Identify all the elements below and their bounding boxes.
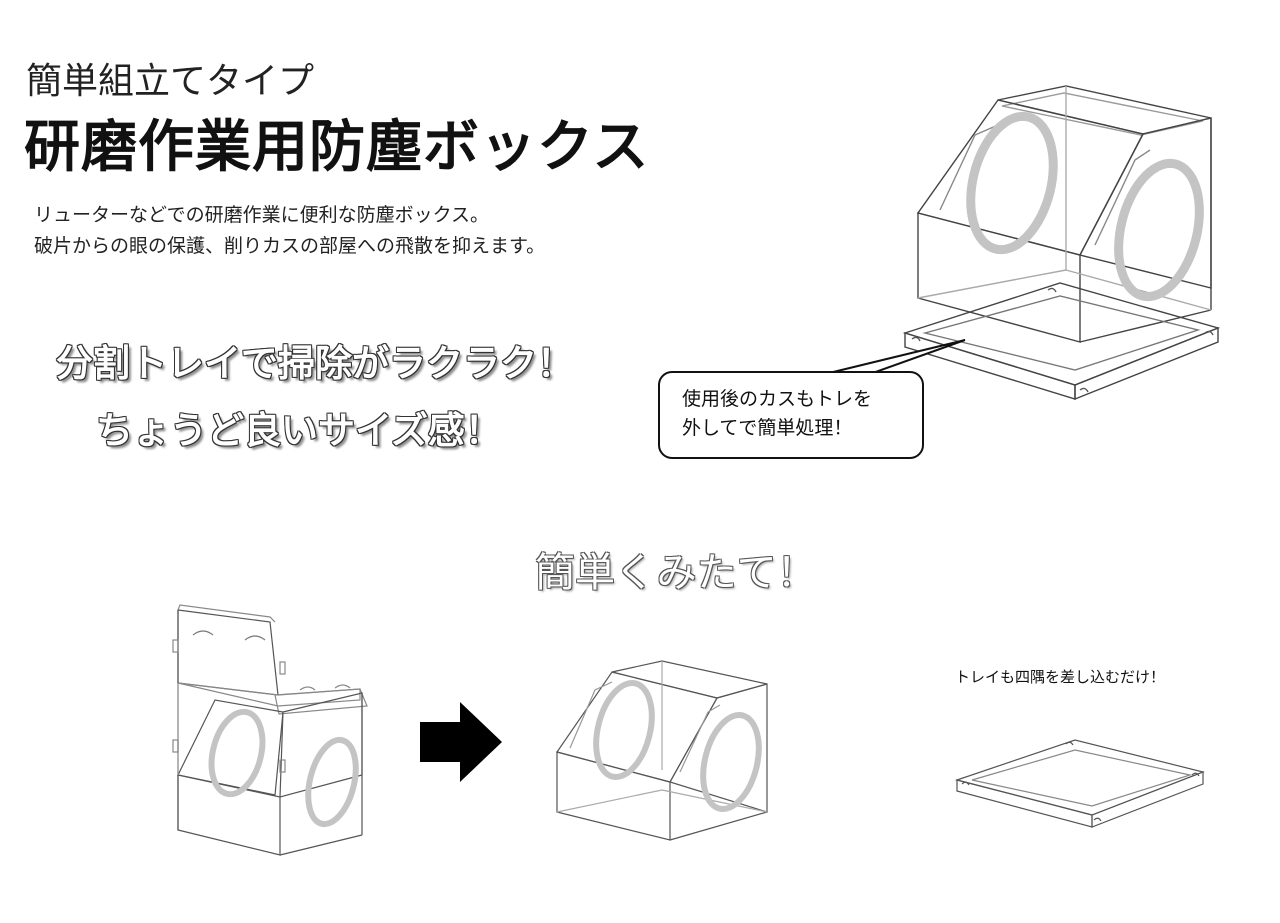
unassembled-box-illustration: [172, 604, 368, 856]
callout-bubble: 使用後のカスもトレを 外してで簡単処理！: [658, 371, 924, 459]
product-subtitle: 簡単組立てタイプ: [26, 61, 315, 102]
slogan-size: ちょうど良いサイズ感！: [96, 409, 502, 452]
main-box-illustration: [902, 85, 1221, 401]
description-line-1: リューターなどでの研磨作業に便利な防塵ボックス。: [34, 204, 490, 226]
product-title: 研磨作業用防塵ボックス: [24, 115, 650, 180]
unassembled-box-window-rings: [208, 708, 359, 828]
tray-illustration: [954, 739, 1205, 828]
arrow-right-icon: [420, 702, 502, 782]
tray-note: トレイも四隅を差し込むだけ！: [955, 668, 1166, 686]
description-line-2: 破片からの眼の保護、削りカスの部屋への飛散を抑えます。: [34, 235, 546, 257]
main-box-window-rings: [966, 111, 1204, 302]
assembly-heading: 簡単くみたて！: [535, 550, 817, 596]
callout-line-2: 外してで簡単処理！: [682, 417, 853, 439]
callout-line-1: 使用後のカスもトレを: [682, 388, 873, 410]
slogan-tray: 分割トレイで掃除がラクラク！: [56, 342, 574, 385]
callout-pointer: [824, 339, 966, 375]
assembled-box-window-rings: [593, 680, 762, 812]
assembled-box-illustration: [556, 660, 768, 841]
